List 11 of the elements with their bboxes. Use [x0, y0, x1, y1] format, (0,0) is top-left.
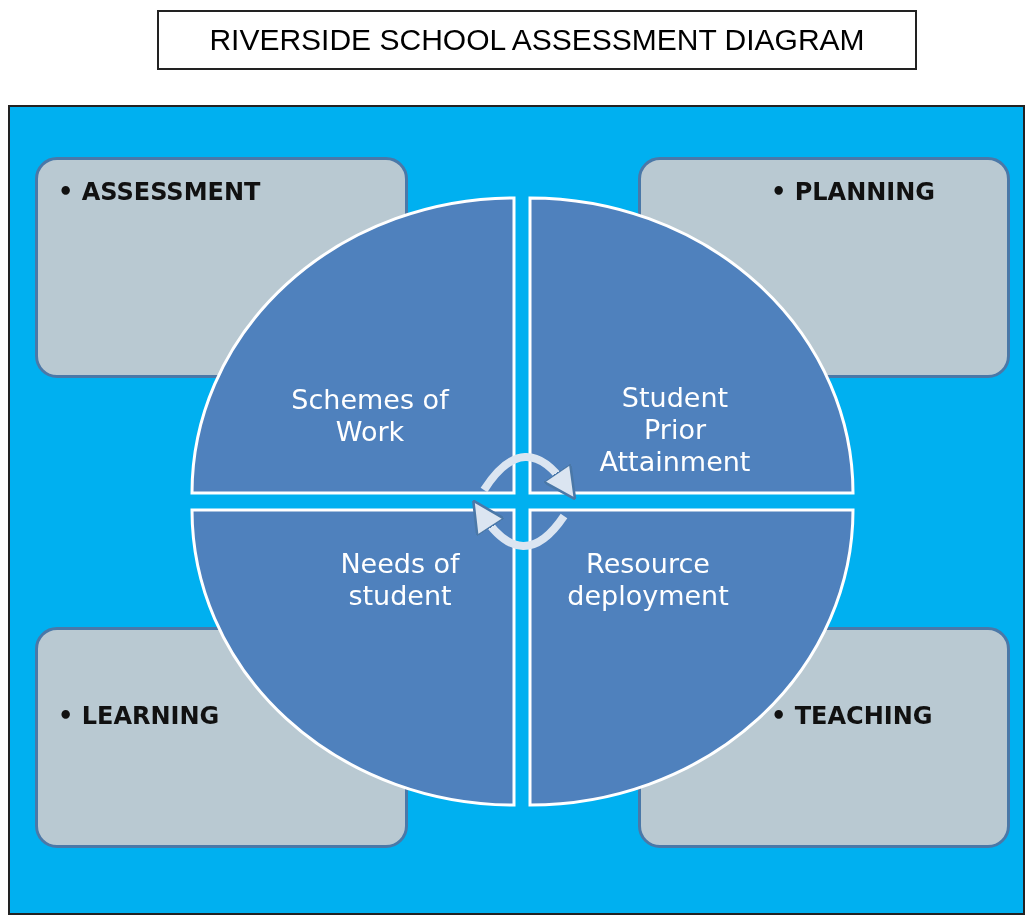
curved-arrow — [480, 453, 577, 501]
bullet-heading: • TEACHING — [771, 702, 933, 730]
quadrant-label: Schemes of Work — [290, 384, 451, 448]
quadrant-label: Resource deployment — [566, 548, 730, 612]
quadrant-label: Student Prior Attainment — [598, 382, 752, 478]
quadrant-label: Needs of student — [339, 548, 461, 612]
curved-arrow — [471, 499, 568, 550]
bullet-heading: • PLANNING — [771, 178, 936, 206]
title-box: RIVERSIDE SCHOOL ASSESSMENT DIAGRAM — [157, 10, 917, 70]
bullet-heading: • LEARNING — [58, 702, 220, 730]
bullet-heading: • ASSESSMENT — [58, 178, 261, 206]
